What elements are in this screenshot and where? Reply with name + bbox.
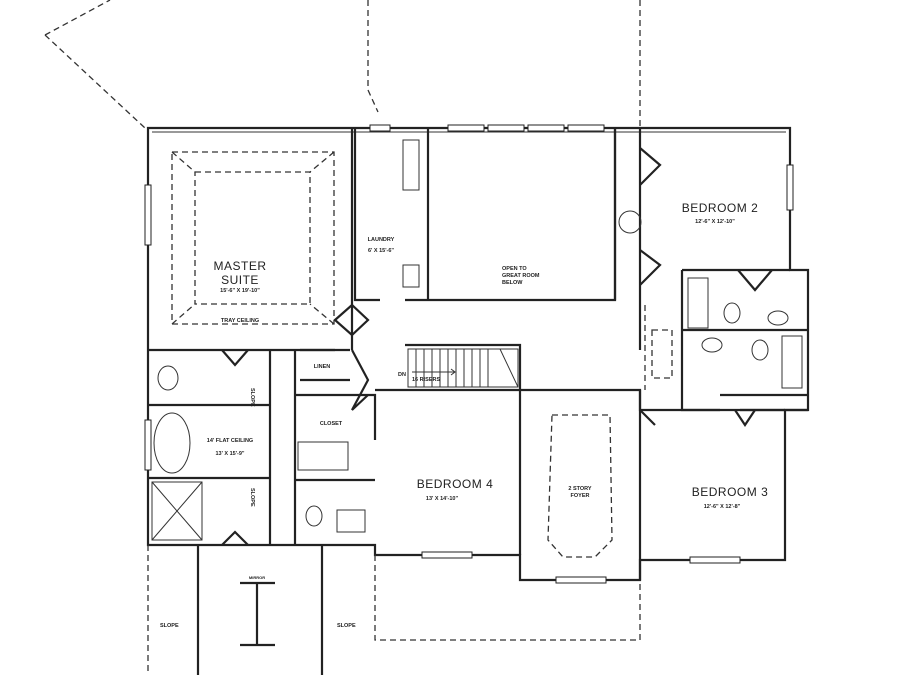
bedroom3-label: BEDROOM 3 (692, 485, 769, 499)
flat-ceiling-label: 14' FLAT CEILING (207, 438, 253, 444)
slope-left-label: SLOPE (160, 623, 179, 629)
foyer-label: 2 STORY (568, 486, 592, 492)
tray-ceiling (171, 151, 335, 325)
laundry-size: 6' X 15'-6" (368, 248, 394, 254)
bedroom2-label: BEDROOM 2 (682, 201, 759, 215)
foyer-ceiling (547, 414, 613, 558)
master-suite-size: 15'-6" X 19'-10" (220, 288, 260, 294)
stairs-direction: DN (398, 372, 406, 378)
slope-label-upper: SLOPE (249, 388, 255, 407)
roof-outline (44, 0, 641, 129)
foyer-label-2: FOYER (571, 493, 590, 499)
bedroom2-size: 12'-6" X 12'-10" (695, 219, 735, 225)
windows (144, 124, 794, 584)
bedroom4-size: 13' X 14'-10" (426, 496, 459, 502)
interior-walls (148, 128, 808, 580)
open-to-label: OPEN TO (502, 266, 527, 272)
master-bath-size: 13' X 15'-9" (215, 451, 244, 457)
bedroom3-size: 12'-6" X 12'-8" (704, 504, 741, 510)
master-suite-label: MASTER (213, 259, 266, 273)
closet-label: CLOSET (320, 421, 343, 427)
exterior-walls (146, 126, 810, 582)
fixtures (151, 139, 803, 541)
stairs-arrow (412, 368, 456, 376)
hall-dashed (644, 305, 673, 390)
tray-ceiling-label: TRAY CEILING (221, 318, 259, 324)
stairs-risers: 16 RISERS (412, 377, 440, 383)
staircase (407, 348, 519, 388)
linen-label: LINEN (314, 364, 331, 370)
bedroom4-label: BEDROOM 4 (417, 477, 494, 491)
doors (221, 147, 773, 546)
great-room-label: GREAT ROOM (502, 273, 540, 279)
lower-outline (147, 545, 641, 675)
mirror-label: MIRROR (249, 575, 265, 580)
master-suite-label-2: SUITE (221, 273, 259, 287)
laundry-label: LAUNDRY (368, 237, 395, 243)
slope-right-label: SLOPE (337, 623, 356, 629)
slope-label-lower: SLOPE (249, 488, 255, 507)
below-label: BELOW (502, 280, 523, 286)
